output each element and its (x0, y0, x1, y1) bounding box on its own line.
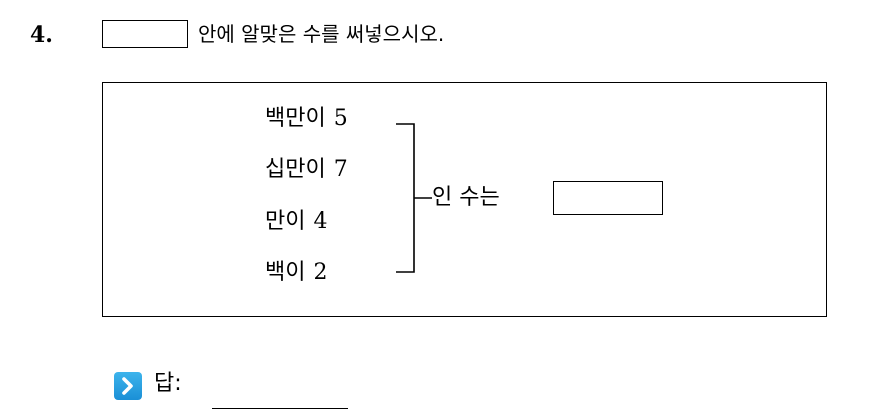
condition-digit: 7 (333, 157, 348, 182)
condition-place: 십만이 (265, 157, 326, 182)
condition-place: 만이 (265, 209, 306, 234)
instruction-blank-box (102, 20, 188, 48)
result-text: 인 수는 (432, 185, 500, 210)
result-blank-box (553, 181, 663, 215)
condition-item: 백만이 5 (265, 104, 348, 134)
condition-item: 백이 2 (265, 258, 327, 288)
answer-label: 답: (154, 371, 182, 396)
question-instruction: 안에 알맞은 수를 써넣으시오. (198, 22, 445, 46)
condition-digit: 4 (313, 209, 328, 234)
chevron-right-icon (114, 372, 142, 400)
condition-place: 백이 (265, 260, 306, 285)
question-number: 4. (30, 22, 53, 48)
condition-item: 만이 4 (265, 207, 327, 237)
problem-box (102, 82, 827, 317)
condition-digit: 5 (333, 106, 348, 131)
condition-place: 백만이 (265, 106, 326, 131)
condition-digit: 2 (313, 260, 328, 285)
condition-item: 십만이 7 (265, 155, 348, 185)
answer-input-line[interactable] (212, 408, 348, 409)
